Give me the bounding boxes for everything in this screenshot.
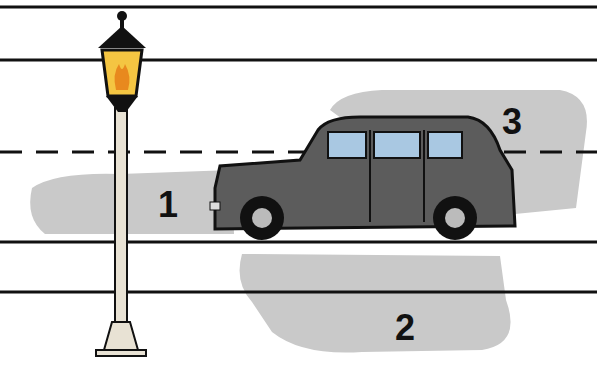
callout-number: 1: [158, 187, 178, 223]
callout-number: 2: [395, 310, 415, 346]
lane-divider: [0, 151, 597, 154]
sidewalk-line: [0, 291, 597, 294]
callout-number: 3: [502, 104, 522, 140]
road-edge-line: [0, 241, 597, 244]
car: [210, 117, 515, 240]
road-edge-line: [0, 6, 597, 9]
shadow-region: [240, 254, 511, 353]
road-edge-line: [0, 59, 597, 62]
shadow-region: [30, 170, 234, 234]
street-lamp: [96, 11, 146, 356]
